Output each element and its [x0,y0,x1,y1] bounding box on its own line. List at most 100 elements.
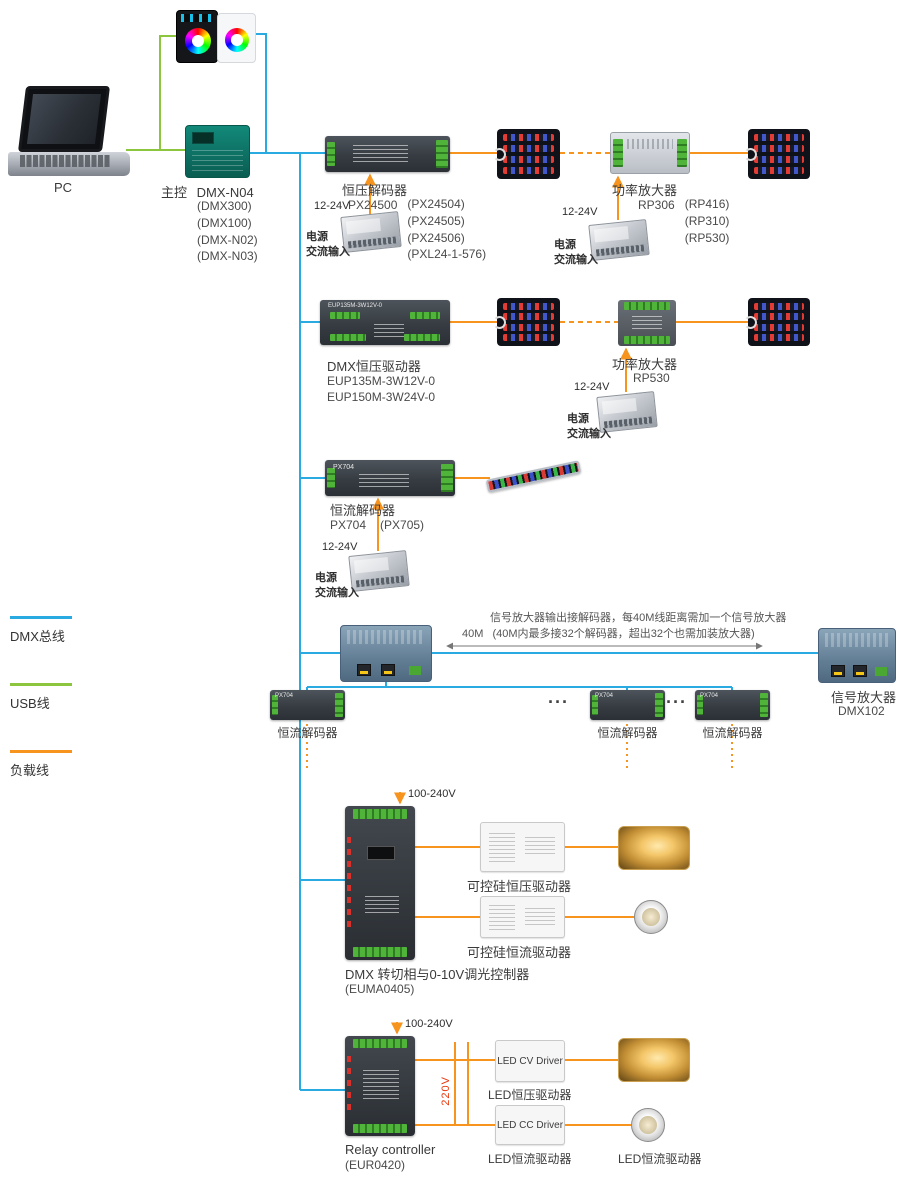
led-cc-driver-image: LED CC Driver [495,1105,565,1145]
ellipsis: ··· [666,692,687,712]
led-strip-image [493,129,560,179]
legend-usb-line [10,683,72,686]
signal-amp-model: DMX102 [838,704,885,718]
master-controller-image [185,125,250,178]
psu-ac-label: 交流输入 [554,254,598,266]
amp2-label: 功率放大器 [612,357,678,372]
master-title: 主控 [161,185,188,200]
cv-decoder-models: PX24500 (PX24504) (PX24505) (PX24506) (P… [348,197,487,262]
cc-decoder-small-label: 恒流解码器 [597,726,658,740]
cove-light-image [618,826,690,870]
dimmer-display [367,846,395,860]
dmx-cv-driver-model2: EUP150M-3W24V-0 [327,390,436,404]
relay-mains-label: 100-240V [405,1018,453,1030]
cv-decoder-image [325,136,450,172]
cc-decoder-small-image: PX704 [695,690,770,720]
amp1-models: RP306 (RP416) (RP310) (RP530) [638,197,730,245]
signal-note-2: 40M (40M内最多接32个解码器，超出32个也需加装放大器) [462,628,755,640]
downlight-image [631,1108,665,1142]
legend-usb-label: USB线 [10,696,50,711]
amp2-model: RP530 [633,371,670,385]
dimmer-controller-image [345,806,415,960]
dmx-cv-driver-label: DMX恒压驱动器 [327,359,421,374]
cc-decoder-label: 恒流解码器 [330,503,396,518]
laptop-keyboard [8,152,130,176]
downlight-image [634,900,668,934]
ethernet-port-icon [831,665,845,677]
dimmer-mains-label: 100-240V [408,788,456,800]
led-cc-load-label: LED恒流驱动器 [618,1152,702,1166]
psu-ac-label: 交流输入 [567,428,611,440]
master-alt-models: (DMX300) (DMX100) (DMX-N02) (DMX-N03) [197,199,258,264]
load-drops-dotted [306,724,733,768]
color-wheel-icon [225,28,249,52]
amp1-label: 功率放大器 [612,183,678,198]
power-amplifier-rp530-image [618,300,676,346]
cove-light-image [618,1038,690,1082]
dimmer-model: (EUMA0405) [345,982,415,996]
led-strip-image [744,129,810,179]
psu-voltage-label: 12-24V [574,381,610,393]
led-cv-label: LED恒压驱动器 [488,1088,572,1102]
panel-display [181,14,213,22]
psu-voltage-label: 12-24V [314,200,350,212]
cc-decoder-small-label: 恒流解码器 [277,726,338,740]
psu-power-label: 电源 [306,231,328,243]
relay-model: (EUR0420) [345,1158,406,1172]
device-model-text: EUP135M-3W12V-0 [328,303,383,309]
triac-cc-driver-image [480,896,565,938]
triac-cv-label: 可控硅恒压驱动器 [467,879,572,894]
master-model: DMX-N04 [196,185,254,200]
led-strip-image [744,298,810,346]
signal-amplifier-right-image [818,628,896,683]
led-cv-driver-text: LED CV Driver [497,1055,563,1067]
relay-title: Relay controller [345,1142,436,1157]
legend-load-line [10,750,72,753]
power-arrows [364,173,632,1035]
load-lines [415,152,748,1126]
touch-panel-white-image [217,13,256,63]
usb-lines [126,35,185,151]
led-cc-driver-text: LED CC Driver [496,1119,564,1131]
pc-label: PC [54,180,73,195]
laptop-screen [17,86,111,152]
ethernet-port-icon [853,665,867,677]
dmx-lines [250,33,818,1091]
color-wheel-icon [185,28,211,54]
psu-power-label: 电源 [567,413,589,425]
power-amplifier-image [610,132,690,174]
psu-voltage-label: 12-24V [562,206,598,218]
psu-power-label: 电源 [315,572,337,584]
touch-panel-black-image [176,10,218,63]
signal-note-1: 信号放大器输出接解码器，每40M线距离需加一个信号放大器 [490,612,787,624]
master-label: 主控 DMX-N04 [161,182,254,201]
triac-cv-driver-image [480,822,565,872]
cc-decoder-small-image: PX704 [590,690,665,720]
signal-amplifier-left-image [340,625,432,682]
ethernet-port-icon [381,664,395,676]
psu-voltage-label: 12-24V [322,541,358,553]
led-cc-label: LED恒流驱动器 [488,1152,572,1166]
v220-label: 220V [440,1076,452,1106]
cc-decoder-image: PX704 [325,460,455,496]
dimmer-title: DMX 转切相与0-10V调光控制器 [345,967,530,982]
wall-washer-image [485,452,586,504]
legend-dmx-label: DMX总线 [10,629,65,644]
pc-computer-image [8,86,132,178]
triac-cc-label: 可控硅恒流驱动器 [467,945,572,960]
led-cv-driver-image: LED CV Driver [495,1040,565,1082]
device-model-text: PX704 [333,464,355,471]
ethernet-port-icon [357,664,371,676]
master-display [192,132,214,144]
dmx-cv-driver-image: EUP135M-3W12V-0 [320,300,450,345]
psu-power-label: 电源 [554,239,576,251]
relay-controller-image [345,1036,415,1136]
cc-decoder-small-label: 恒流解码器 [702,726,763,740]
cv-decoder-label: 恒压解码器 [342,183,408,198]
led-strip-image [493,298,560,346]
ellipsis: ··· [548,692,569,712]
psu-ac-label: 交流输入 [315,587,359,599]
psu-ac-label: 交流输入 [306,246,350,258]
